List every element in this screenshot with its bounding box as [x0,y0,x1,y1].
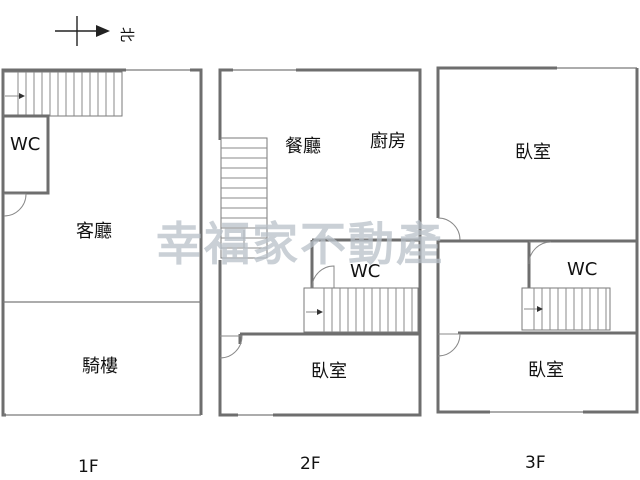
north-arrow-icon [96,25,110,37]
stairs-3f [521,287,611,331]
room-label-1f-wc: WC [10,134,40,155]
room-label-2f-kitchen: 廚房 [370,130,406,152]
stairs-1f [3,71,123,117]
compass: 北 [55,16,136,46]
floor-2f-plan: 餐廳 廚房 WC 臥室 2F [218,68,422,474]
stairs-2f-middle [303,287,419,333]
room-label-2f-bedroom: 臥室 [311,361,347,382]
room-label-2f-wc: WC [350,261,380,282]
room-label-3f-wc: WC [567,259,597,280]
room-label-1f-arcade: 騎樓 [82,356,118,377]
room-label-3f-bedroom-rear: 臥室 [528,360,564,381]
floor-label-2f: 2F [300,454,321,474]
floor-1f-plan: WC 客廳 騎樓 1F [1,68,203,477]
watermark-text: 幸福家不動產 [156,217,444,271]
floor-label-1f: 1F [78,457,99,477]
floor-label-3f: 3F [525,453,546,473]
floor-3f-plan: 臥室 WC 臥室 3F [436,66,639,473]
room-label-3f-bedroom-front: 臥室 [515,142,551,163]
room-label-1f-living: 客廳 [76,221,112,242]
room-label-2f-dining: 餐廳 [285,136,321,157]
stairs-2f-left [220,137,268,259]
compass-north-label: 北 [118,27,136,42]
